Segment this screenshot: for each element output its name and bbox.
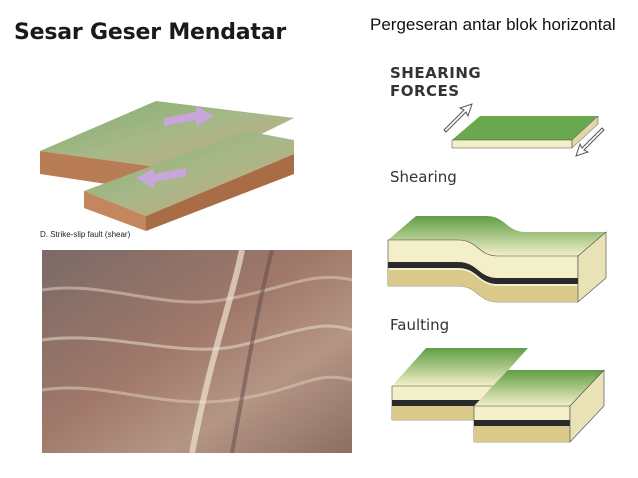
bent-top xyxy=(388,216,606,256)
slide-title: Sesar Geser Mendatar xyxy=(14,20,286,45)
strike-slip-block-diagram xyxy=(40,101,294,231)
right-block-dark-layer xyxy=(474,420,570,426)
arrow-right-icon xyxy=(164,106,214,126)
label-shearing-forces: SHEARING FORCES xyxy=(390,64,481,100)
slide-subtitle: Pergeseran antar blok horizontal xyxy=(370,15,616,34)
slab-front xyxy=(451,139,573,149)
arrow-down-right-icon xyxy=(575,127,605,157)
label-shearing-forces-line2: FORCES xyxy=(390,82,460,100)
shearing-forces-diagram xyxy=(443,103,605,157)
right-block-tan-layer xyxy=(474,426,570,442)
faulting-diagram xyxy=(391,348,605,443)
slab-top xyxy=(452,116,598,140)
shearing-diagram xyxy=(387,216,607,303)
label-faulting: Faulting xyxy=(390,316,450,334)
aerial-fault-photo xyxy=(42,250,352,453)
left-block-top xyxy=(392,348,528,386)
right-block-top xyxy=(474,370,604,406)
front-block-top xyxy=(84,131,294,216)
front-block-side xyxy=(146,154,294,231)
bent-side xyxy=(577,231,607,303)
arrow-up-left-icon xyxy=(443,103,473,133)
slab-side xyxy=(571,115,599,149)
left-block-tan-layer xyxy=(392,406,494,420)
label-shearing: Shearing xyxy=(390,168,457,186)
right-block-side xyxy=(569,369,605,443)
back-block-top xyxy=(40,101,294,171)
label-shearing-forces-line1: SHEARING xyxy=(390,64,482,82)
left-block-dark-layer xyxy=(392,400,494,406)
figure-caption: D. Strike-slip fault (shear) xyxy=(40,230,131,239)
arrow-left-icon xyxy=(136,168,186,188)
front-block-face xyxy=(84,191,146,231)
bent-tan-layer xyxy=(388,270,578,302)
bent-dark-layer xyxy=(388,262,578,284)
